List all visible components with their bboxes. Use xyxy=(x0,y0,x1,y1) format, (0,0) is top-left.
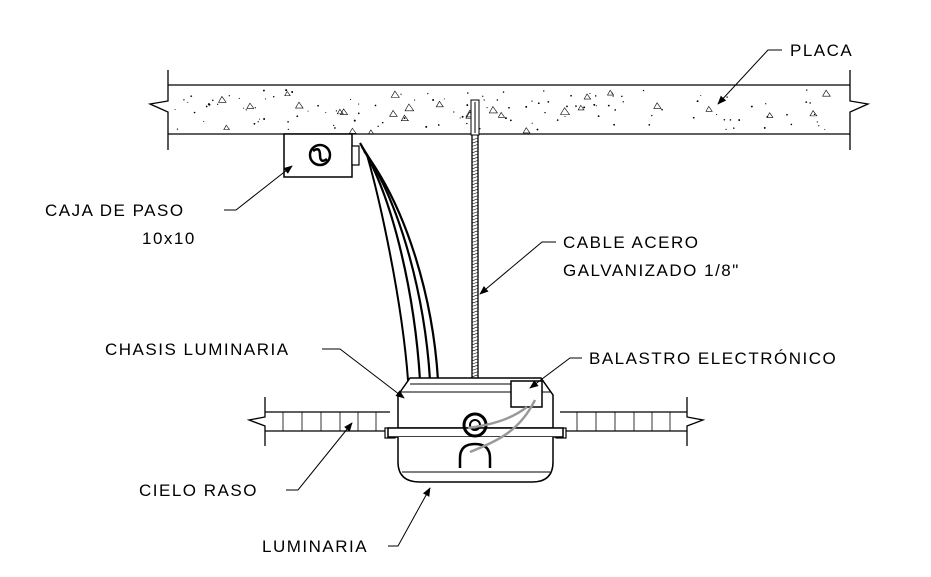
junction-box xyxy=(283,133,360,178)
steel-cable xyxy=(470,99,480,384)
label-caja-de-paso: CAJA DE PASO xyxy=(45,201,185,220)
leader-lines xyxy=(224,49,782,547)
text-labels: PLACA CAJA DE PASO 10x10 CABLE ACERO GAL… xyxy=(45,41,853,556)
luminaire-fixture xyxy=(387,377,564,483)
label-balastro: BALASTRO ELECTRÓNICO xyxy=(589,349,837,368)
label-cielo-raso: CIELO RASO xyxy=(139,481,258,500)
label-cable-acero: CABLE ACERO xyxy=(563,233,700,252)
label-placa: PLACA xyxy=(790,41,853,60)
concrete-texture xyxy=(174,89,831,135)
concrete-slab xyxy=(147,70,871,150)
ballast-box xyxy=(510,380,543,408)
label-luminaria: LUMINARIA xyxy=(262,537,368,556)
label-chasis-luminaria: CHASIS LUMINARIA xyxy=(105,340,290,359)
label-caja-de-paso-size: 10x10 xyxy=(142,229,196,248)
label-cable-galvanizado: GALVANIZADO 1/8" xyxy=(563,261,740,280)
